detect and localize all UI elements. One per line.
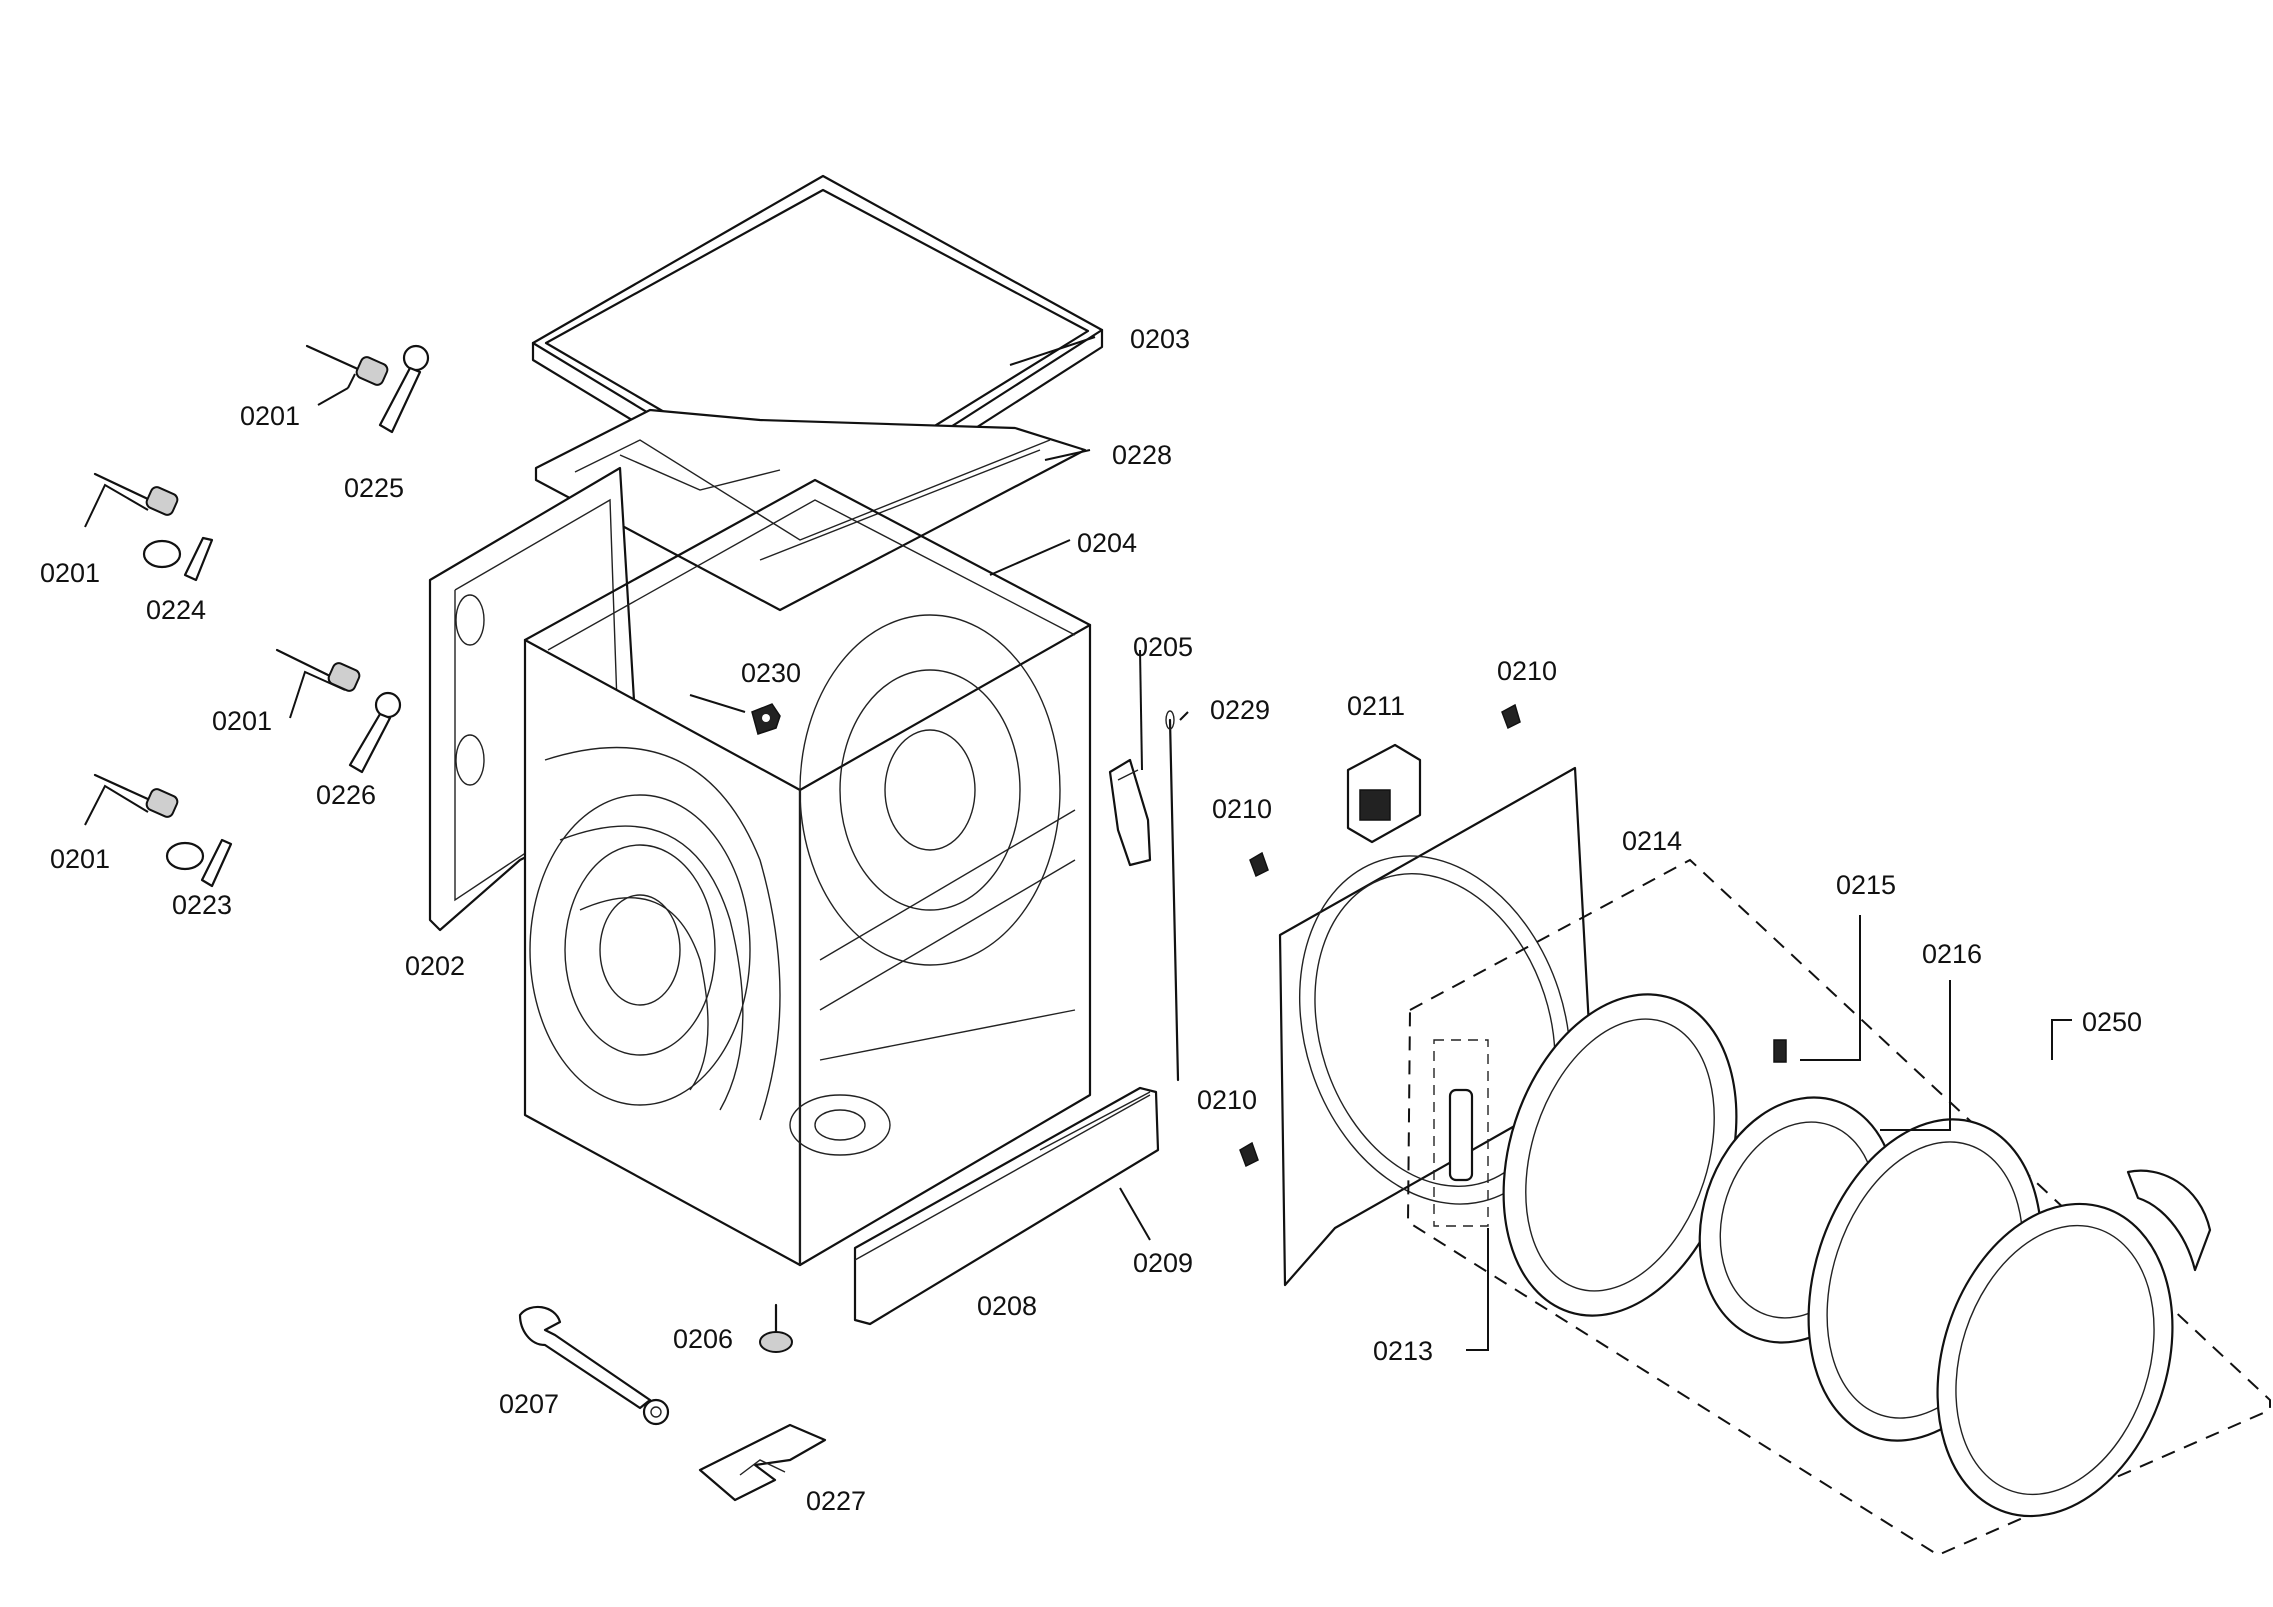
label-0211: 0211	[1347, 691, 1405, 721]
label-0202: 0202	[405, 951, 465, 981]
part-0230-clip	[751, 703, 781, 735]
label-0210: 0210	[1497, 656, 1557, 686]
part-0211-module	[1346, 743, 1422, 844]
label-0210: 0210	[1197, 1085, 1257, 1115]
label-0215: 0215	[1836, 870, 1896, 900]
part-0224-cap	[142, 536, 214, 582]
leader-lines	[689, 336, 2072, 1351]
door-handle	[2126, 1169, 2212, 1272]
part-0225-cap	[378, 344, 430, 434]
label-0223: 0223	[172, 890, 232, 920]
part-0213-lock	[1433, 1039, 1489, 1227]
part-0206-foot	[759, 1303, 793, 1353]
label-0203: 0203	[1130, 324, 1190, 354]
part-0210-clip-2	[1249, 851, 1269, 878]
label-0209: 0209	[1133, 1248, 1193, 1278]
label-0227: 0227	[806, 1486, 866, 1516]
callout-labels: 0201 0201 0201 0201 0202 0203 0204 0205 …	[40, 324, 2142, 1516]
label-0210: 0210	[1212, 794, 1272, 824]
label-0230: 0230	[741, 658, 801, 688]
part-0201-bolt-set-3	[275, 648, 361, 719]
label-0206: 0206	[673, 1324, 733, 1354]
label-0201: 0201	[240, 401, 300, 431]
label-0216: 0216	[1922, 939, 1982, 969]
label-0204: 0204	[1077, 528, 1137, 558]
part-0207-wrench	[518, 1305, 670, 1426]
part-0210-clip-3	[1239, 1141, 1259, 1168]
part-0209-trim	[1039, 1091, 1151, 1151]
part-0201-bolt-set-4	[84, 773, 179, 826]
part-0201-bolt-set-1	[305, 344, 389, 406]
label-0250: 0250	[2082, 1007, 2142, 1037]
cabinet-body	[523, 478, 1092, 1267]
part-0210-clip-1	[1501, 703, 1521, 730]
label-0225: 0225	[344, 473, 404, 503]
part-0250-door-group-box	[1406, 858, 2271, 1557]
label-0205: 0205	[1133, 632, 1193, 662]
label-0228: 0228	[1112, 440, 1172, 470]
part-0226-cap	[348, 691, 402, 774]
label-0224: 0224	[146, 595, 206, 625]
part-0227-plate	[698, 1423, 827, 1502]
door-outer-ring	[1936, 1202, 2174, 1518]
part-0208-kick-plate	[853, 1086, 1160, 1326]
part-0201-bolt-set-2	[84, 472, 179, 528]
label-0201: 0201	[50, 844, 110, 874]
part-0205-bracket	[1108, 758, 1152, 867]
label-0201: 0201	[40, 558, 100, 588]
label-0229: 0229	[1210, 695, 1270, 725]
label-0208: 0208	[977, 1291, 1037, 1321]
label-0207: 0207	[499, 1389, 559, 1419]
part-0215-door-frame	[1502, 993, 1787, 1317]
label-0214: 0214	[1622, 826, 1682, 856]
part-0229-rod	[1165, 710, 1180, 1082]
label-0201: 0201	[212, 706, 272, 736]
label-0226: 0226	[316, 780, 376, 810]
part-0223-cap	[165, 838, 233, 888]
label-0213: 0213	[1373, 1336, 1433, 1366]
